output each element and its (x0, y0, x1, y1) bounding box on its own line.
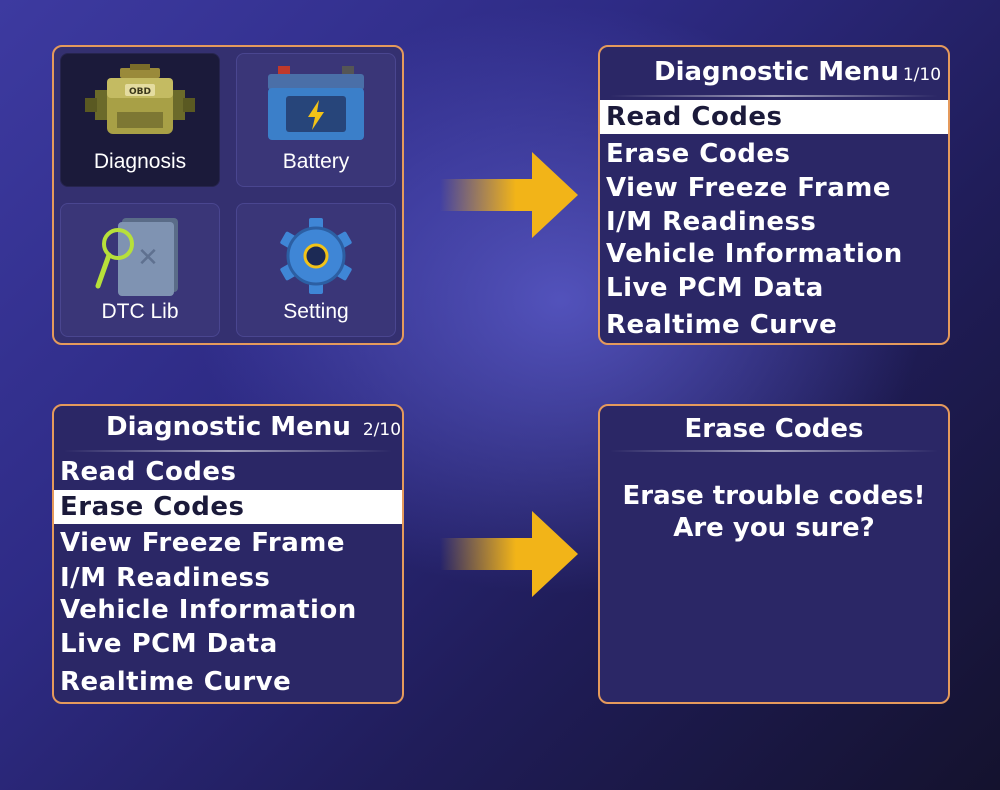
battery-icon (268, 66, 364, 140)
menu-title: Diagnostic Menu 2/10 (54, 412, 402, 442)
battery-tile[interactable]: Battery (236, 53, 396, 187)
menu-item-erase-codes[interactable]: Erase Codes (606, 139, 791, 169)
arrow-right-icon (440, 511, 578, 597)
main-menu-screen: OBD Diagnosis Battery ✕ DTC Lib (52, 45, 404, 345)
menu-item-live-pcm-data[interactable]: Live PCM Data (606, 273, 824, 303)
svg-text:✕: ✕ (137, 243, 159, 273)
menu-item-read-codes[interactable]: Read Codes (60, 457, 237, 487)
svg-text:OBD: OBD (129, 87, 151, 97)
dtc-lib-label: DTC Lib (101, 300, 179, 323)
menu-item-view-freeze-frame[interactable]: View Freeze Frame (60, 528, 345, 558)
confirm-message-line-1: Erase trouble codes! (622, 481, 926, 511)
menu-item-vehicle-information[interactable]: Vehicle Information (606, 239, 903, 269)
erase-codes-screen: Erase Codes Erase trouble codes! Are you… (598, 404, 950, 704)
title-divider (64, 450, 392, 452)
setting-label: Setting (283, 300, 349, 323)
arrow-right-icon (440, 152, 578, 238)
diagnosis-tile[interactable]: OBD Diagnosis (60, 53, 220, 187)
diagnosis-label: Diagnosis (93, 150, 187, 173)
diagnostic-menu-screen-2: Diagnostic Menu 2/10 Read Codes Erase Cod… (52, 404, 404, 704)
page-indicator: 1/10 (902, 65, 942, 85)
dtc-book-icon: ✕ (95, 218, 178, 296)
confirm-message-line-2: Are you sure? (673, 513, 875, 543)
menu-title-text: Diagnostic Menu (654, 57, 899, 87)
menu-item-im-readiness[interactable]: I/M Readiness (60, 563, 271, 593)
dtc-lib-tile[interactable]: ✕ DTC Lib (60, 203, 220, 337)
menu-item-vehicle-information[interactable]: Vehicle Information (60, 595, 357, 625)
menu-item-realtime-curve[interactable]: Realtime Curve (606, 310, 838, 340)
title-divider (610, 450, 938, 452)
engine-obd-icon: OBD (85, 64, 195, 134)
menu-item-realtime-curve[interactable]: Realtime Curve (60, 667, 292, 697)
page-indicator: 2/10 (362, 420, 402, 440)
screen-title: Erase Codes (684, 414, 864, 444)
menu-title-text: Diagnostic Menu (106, 412, 351, 442)
battery-label: Battery (282, 150, 350, 173)
menu-item-read-codes[interactable]: Read Codes (600, 100, 948, 134)
title-divider (610, 95, 938, 97)
menu-item-live-pcm-data[interactable]: Live PCM Data (60, 629, 278, 659)
menu-item-view-freeze-frame[interactable]: View Freeze Frame (606, 173, 891, 203)
setting-tile[interactable]: Setting (236, 203, 396, 337)
gear-icon (280, 218, 352, 294)
menu-item-erase-codes[interactable]: Erase Codes (54, 490, 402, 524)
menu-item-im-readiness[interactable]: I/M Readiness (606, 207, 817, 237)
